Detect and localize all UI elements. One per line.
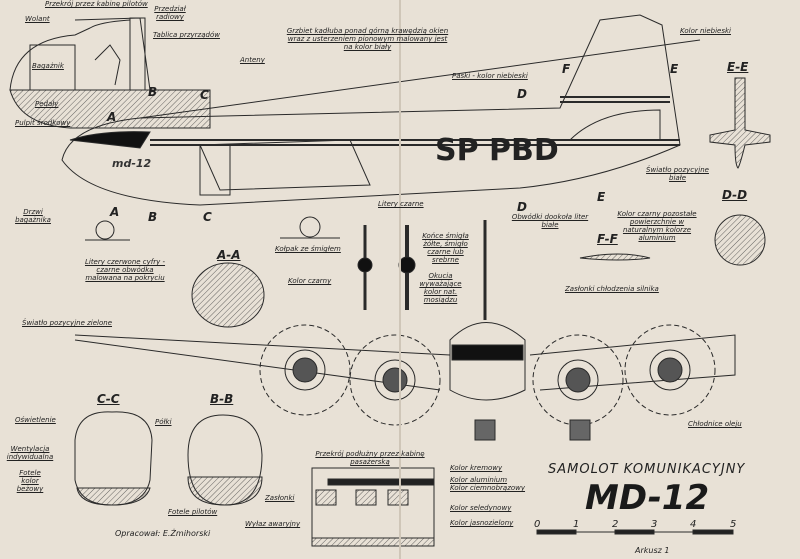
label-hatch: Wyłaz awaryjny: [245, 520, 301, 528]
section-title-ff: F-F: [597, 232, 618, 246]
label-black-letters: Litery czarne: [378, 200, 424, 208]
label-outline: Obwódki dookoła liter białe: [511, 213, 589, 229]
drawing-subtitle: SAMOLOT KOMUNIKACYJNY: [548, 462, 746, 477]
label-aluminium: Kolor aluminium: [450, 476, 508, 484]
label-cowl-flaps: Zasłonki chłodzenia silnika: [565, 285, 659, 293]
section-marker-e-top: E: [670, 62, 679, 76]
section-title-aa: A-A: [217, 248, 241, 262]
label-prop-tips: Końce śmigła żółte, śmigło czarne lub sr…: [422, 232, 469, 264]
scale-tick: 3: [651, 519, 658, 530]
label-celadon: Kolor seledynowy: [450, 504, 512, 512]
section-aa-shape: [191, 262, 265, 328]
label-baggage-door: Drzwi bagażnika: [15, 208, 51, 224]
section-title-ee: E-E: [727, 60, 749, 74]
label-balance: Okucia wyważające kolor nat. mosiądzu: [419, 272, 462, 304]
scale-tick: 1: [573, 519, 580, 530]
section-marker-a: A: [107, 110, 117, 124]
label-antenna: Anteny: [240, 56, 265, 64]
label-white-light: Światło pozycyjne białe: [646, 166, 709, 182]
section-title-bb: B-B: [210, 392, 234, 406]
label-shelves: Półki: [155, 418, 172, 426]
section-title-cc: C-C: [97, 392, 120, 406]
label-panel: Tablica przyrządów: [153, 31, 220, 39]
label-spinner: Kołpak ze śmigłem: [275, 245, 341, 253]
front-view: [74, 220, 736, 441]
cockpit-cutaway: [9, 17, 211, 129]
label-curtains: Zasłonki: [265, 494, 295, 502]
author-credit: Opracował: E.Żmihorski: [115, 529, 211, 538]
label-black-rest: Kolor czarny pozostałe powierzchnie w na…: [617, 210, 697, 242]
label-oil-coolers: Chłodnice oleju: [688, 420, 742, 428]
label-stripes: Paski - kolor niebieski: [452, 72, 528, 80]
drawing-title: MD-12: [585, 478, 710, 518]
label-dark-brown: Kolor ciemnobrązowy: [450, 484, 526, 492]
section-marker-a-low: A: [110, 205, 120, 219]
label-baggage: Bagażnik: [32, 62, 64, 70]
label-ventilation: Wentylacja indywidualna: [6, 445, 54, 461]
scale-tick: 2: [612, 519, 619, 530]
section-dd-shape: [714, 214, 766, 266]
label-green-light: Światło pozycyjne zielone: [22, 319, 113, 327]
section-marker-c: C: [200, 88, 209, 102]
label-seats: Fotele kolor beżowy: [16, 469, 44, 493]
label-pedals: Pedały: [35, 100, 59, 108]
section-marker-b-low: B: [148, 210, 158, 224]
label-lighting: Oświetlenie: [15, 416, 56, 424]
registration-text: SP PBD: [435, 133, 559, 168]
label-cream: Kolor kremowy: [450, 464, 503, 472]
label-red-letters: Litery czerwone cyfry - czarne obwódka m…: [84, 258, 166, 282]
propellers: [357, 225, 416, 310]
label-yoke: Wolant: [25, 15, 50, 23]
label-radio: Przedział radiowy: [154, 5, 186, 21]
section-ee-shape: [709, 77, 771, 169]
label-spine: Grzbiet kadłuba ponad górną krawędzią ok…: [286, 27, 449, 51]
scale-bar: [536, 529, 734, 535]
scale-tick: 5: [730, 519, 737, 530]
section-marker-e: E: [597, 190, 606, 204]
sheet-number: Arkusz 1: [635, 546, 670, 555]
nose-marking: md-12: [112, 157, 152, 170]
side-view: [61, 14, 701, 241]
section-marker-b: B: [148, 85, 158, 99]
label-console: Pulpit środkowy: [15, 119, 71, 127]
section-marker-f: F: [562, 62, 571, 76]
label-blue: Kolor niebieski: [680, 27, 731, 35]
section-title-dd: D-D: [722, 188, 748, 202]
scale-tick: 4: [690, 519, 697, 530]
label-light-green: Kolor jasnozielony: [450, 519, 514, 527]
section-marker-d-low: D: [517, 200, 527, 214]
section-marker-c-low: C: [203, 210, 212, 224]
section-ff-shape: [579, 253, 651, 261]
long-section: [311, 467, 435, 547]
scale-tick: 0: [534, 519, 541, 530]
label-pilot-seats: Fotele pilotów: [168, 508, 218, 516]
section-marker-d: D: [517, 87, 527, 101]
label-long-section: Przekrój podłużny przez kabinę pasażersk…: [315, 450, 425, 466]
label-black-color: Kolor czarny: [288, 277, 332, 285]
label-cockpit-section: Przekrój przez kabinę pilotów: [45, 0, 148, 8]
